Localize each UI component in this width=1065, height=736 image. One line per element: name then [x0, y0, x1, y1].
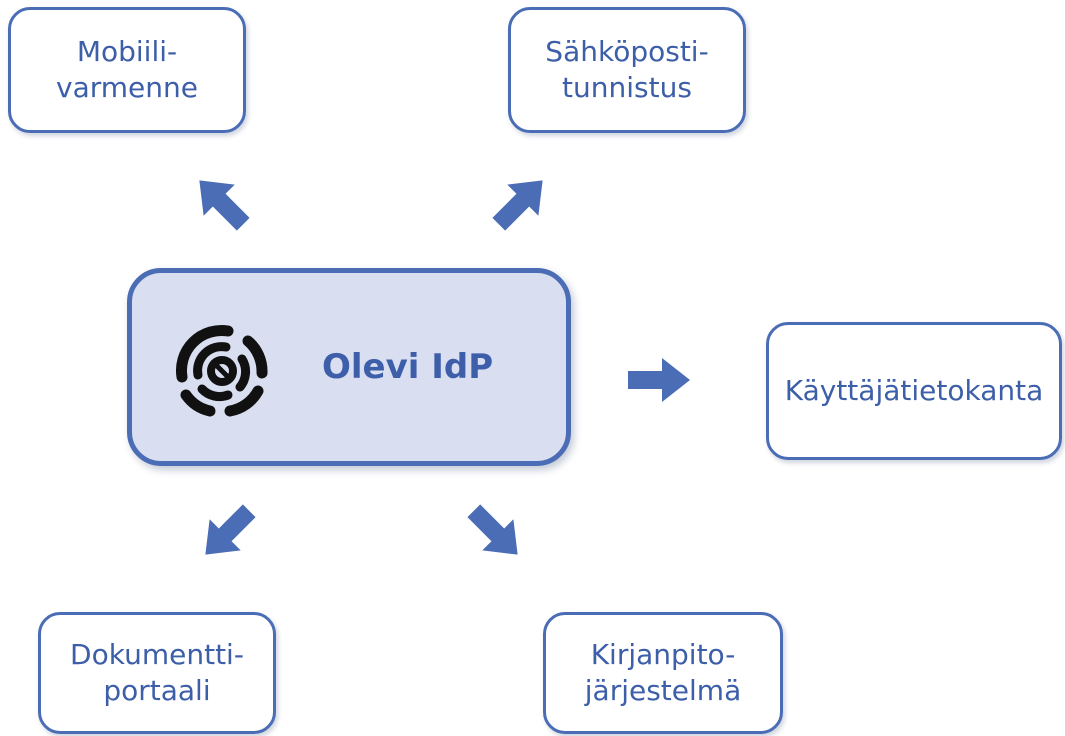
node-label-line: järjestelmä	[584, 674, 742, 707]
arrow-to-accounting	[458, 495, 534, 571]
node-mobile-certificate: Mobiili- varmenne	[8, 7, 246, 133]
arrow-to-userdb	[628, 358, 690, 402]
node-document-portal: Dokumentti- portaali	[38, 612, 276, 734]
node-accounting-system: Kirjanpito- järjestelmä	[543, 612, 783, 734]
node-label-line: varmenne	[56, 71, 198, 104]
node-label-line: Dokumentti-	[70, 638, 244, 671]
node-label-line: portaali	[103, 674, 211, 707]
arrow-to-email	[483, 164, 559, 240]
node-label-line: Sähköposti-	[545, 35, 709, 68]
node-label-line: Mobiili-	[76, 35, 178, 68]
olevi-logo-icon	[175, 324, 268, 417]
arrow-to-docs	[189, 495, 265, 571]
arrow-to-mobile	[183, 164, 259, 240]
hub-title: Olevi IdP	[322, 347, 494, 387]
node-label-line: Kirjanpito-	[590, 638, 736, 671]
node-user-database: Käyttäjätietokanta	[766, 322, 1062, 460]
node-label-line: tunnistus	[562, 71, 692, 104]
node-email-authentication: Sähköposti- tunnistus	[508, 7, 746, 133]
node-label-line: Käyttäjätietokanta	[784, 374, 1044, 407]
olevi-idp-hub: Olevi IdP	[127, 268, 571, 466]
